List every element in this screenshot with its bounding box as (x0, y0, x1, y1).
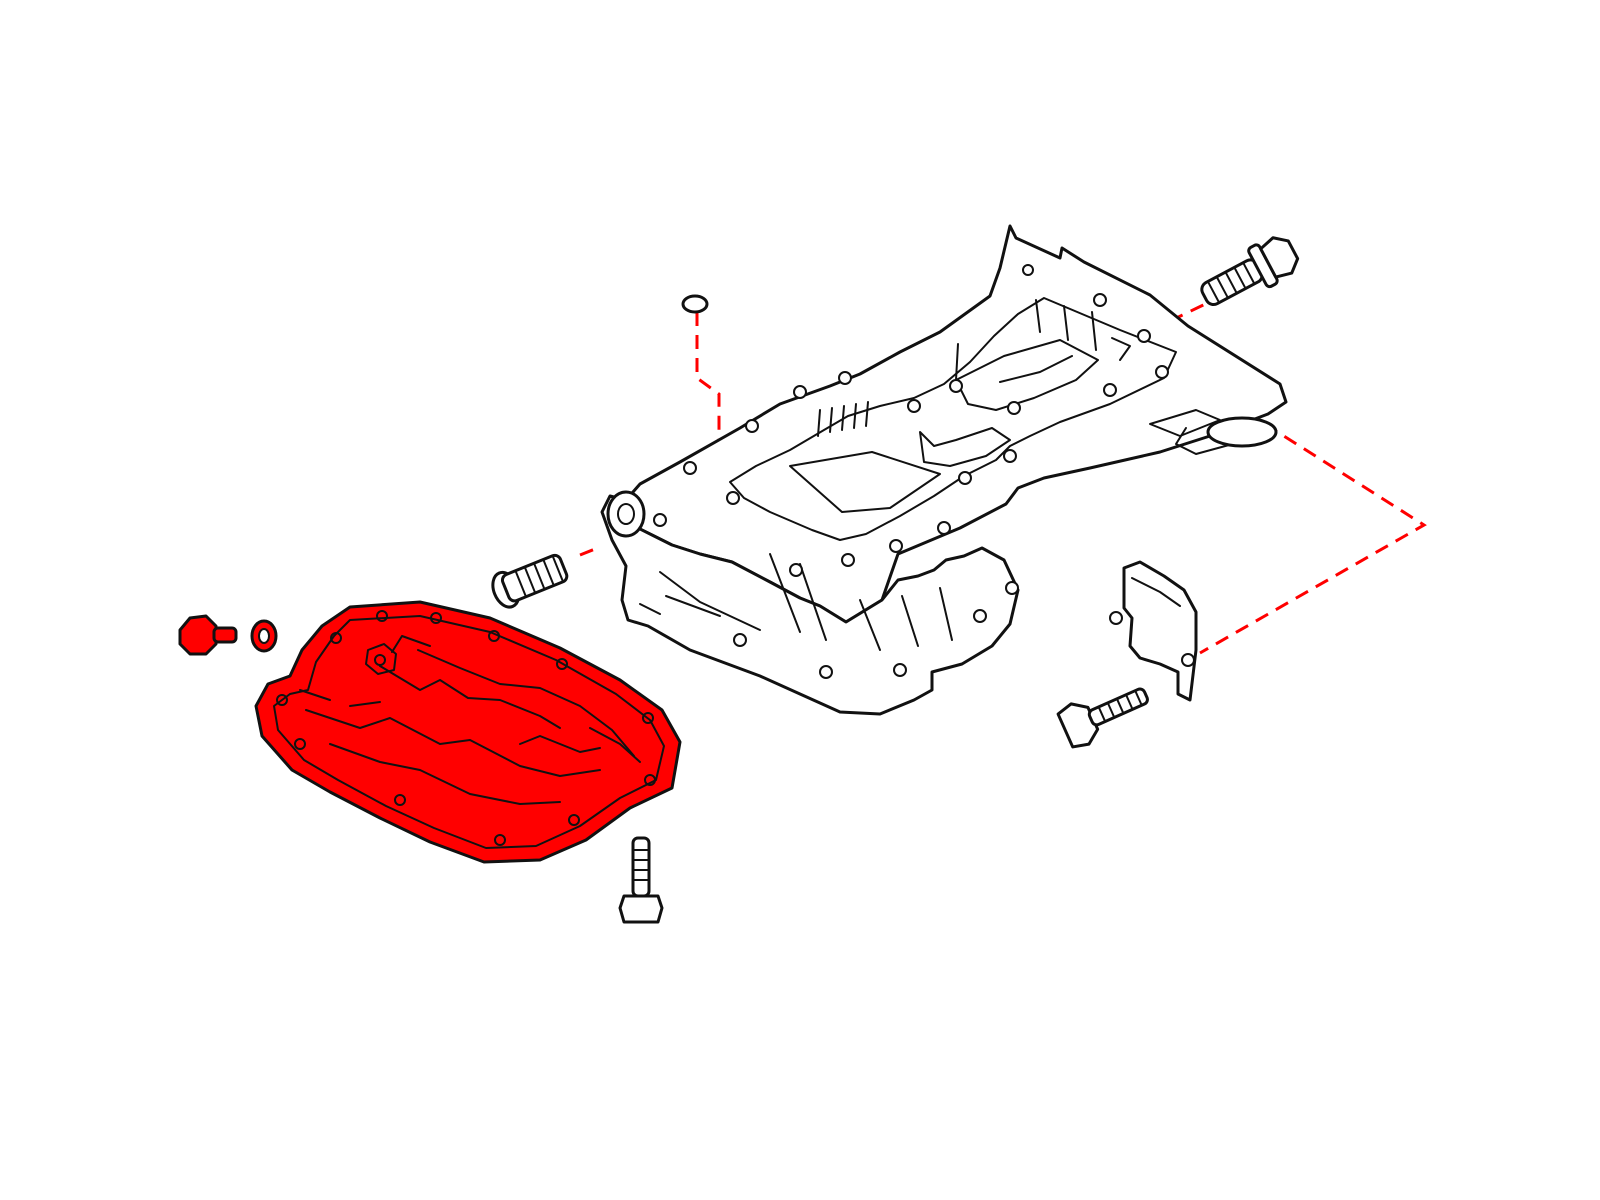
bracket-icon (1109, 560, 1198, 702)
bolt-icon-bottom (618, 836, 664, 924)
leader-line-bracket (1199, 422, 1427, 655)
bolt-icon-top-right (1200, 236, 1300, 307)
drain-plug-icon (178, 614, 238, 656)
bolt-icon-bracket (1056, 687, 1149, 749)
bolt-icon-side (491, 553, 569, 609)
washer-icon (250, 619, 278, 653)
upper-oil-pan-icon (600, 224, 1288, 716)
lower-oil-pan-icon (254, 600, 682, 864)
leader-line-side-bolt (579, 545, 601, 557)
cap-icon (681, 294, 709, 314)
